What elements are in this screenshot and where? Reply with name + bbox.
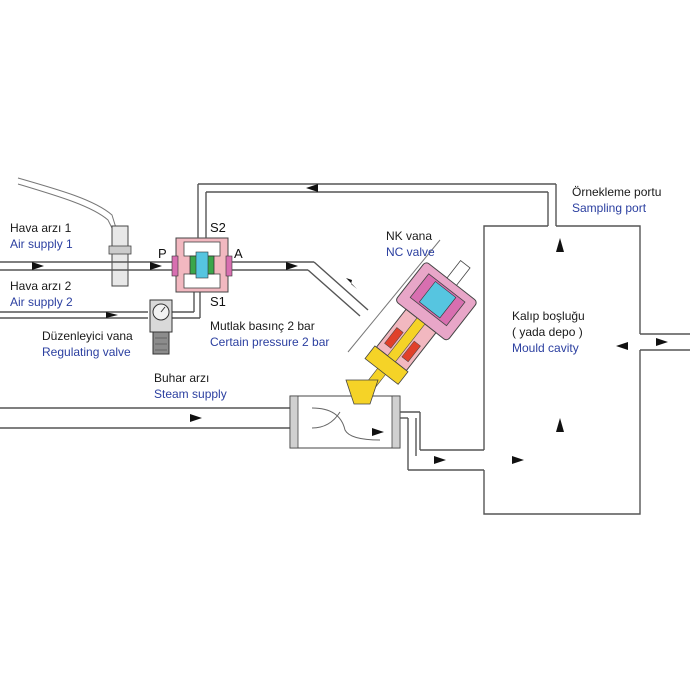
air-supply-2-label-en: Air supply 2 bbox=[10, 295, 73, 309]
flow-arrow-steam-out bbox=[372, 428, 384, 436]
sampling-port-label-en: Sampling port bbox=[572, 201, 647, 215]
steam-supply-label-en: Steam supply bbox=[154, 387, 227, 401]
mould-cavity-box bbox=[483, 225, 641, 515]
mould-cavity-label-en: Mould cavity bbox=[512, 341, 579, 355]
nc-valve-axis bbox=[347, 239, 441, 353]
flow-arrow-a-diag bbox=[346, 278, 357, 289]
nc-valve-label-tr: NK vana bbox=[386, 229, 432, 243]
flow-arrow-top-return bbox=[306, 184, 318, 192]
flow-arrow-mould-up-1 bbox=[556, 238, 564, 252]
mould-cavity-label-tr: Kalıp boşluğu bbox=[512, 309, 585, 323]
port-p-label: P bbox=[158, 246, 167, 261]
flow-arrow-mould-inlet bbox=[434, 456, 446, 464]
fitting-collar bbox=[108, 245, 132, 255]
certain-pressure-label-tr: Mutlak basınç 2 bar bbox=[210, 319, 315, 333]
sampling-port-label-tr: Örnekleme portu bbox=[572, 185, 661, 199]
regulator-knob bbox=[152, 331, 170, 355]
certain-pressure-label-en: Certain pressure 2 bar bbox=[210, 335, 329, 349]
steam-valve-body bbox=[289, 379, 401, 449]
nc-valve bbox=[364, 260, 477, 388]
air-supply-1-label-en: Air supply 1 bbox=[10, 237, 73, 251]
regulating-valve-label-tr: Düzenleyici vana bbox=[42, 329, 133, 343]
flow-arrow-air-2b bbox=[150, 262, 162, 270]
air-supply-1-tube bbox=[17, 177, 117, 229]
nc-valve-label-en: NC valve bbox=[386, 245, 435, 259]
flow-arrow-mould-outlet bbox=[656, 338, 668, 346]
flow-arrow-mould-right bbox=[512, 456, 524, 464]
flow-arrow-regulated bbox=[106, 312, 118, 318]
port-a-label: A bbox=[234, 246, 243, 261]
air-supply-2-label-tr: Hava arzı 2 bbox=[10, 279, 72, 293]
a-line-diag-top bbox=[313, 261, 369, 311]
regulating-valve bbox=[149, 299, 173, 355]
port-s2-label: S2 bbox=[210, 220, 226, 235]
air-supply-1-fitting bbox=[111, 225, 129, 287]
flow-arrow-a-line bbox=[286, 262, 298, 270]
steam-supply-label-tr: Buhar arzı bbox=[154, 371, 209, 385]
flow-arrow-air-2 bbox=[32, 262, 44, 270]
port-s1-label: S1 bbox=[210, 294, 226, 309]
regulating-valve-label-en: Regulating valve bbox=[42, 345, 131, 359]
flow-arrow-steam bbox=[190, 414, 202, 422]
pilot-valve-block bbox=[171, 237, 233, 293]
air-supply-1-label-tr: Hava arzı 1 bbox=[10, 221, 72, 235]
a-line-diag-bottom bbox=[307, 269, 361, 317]
mould-cavity-label-tr2: ( yada depo ) bbox=[512, 325, 583, 339]
flow-arrow-mould-left bbox=[616, 342, 628, 350]
air-supply-1-tube-inner bbox=[17, 183, 113, 229]
flow-arrow-mould-up-2 bbox=[556, 418, 564, 432]
